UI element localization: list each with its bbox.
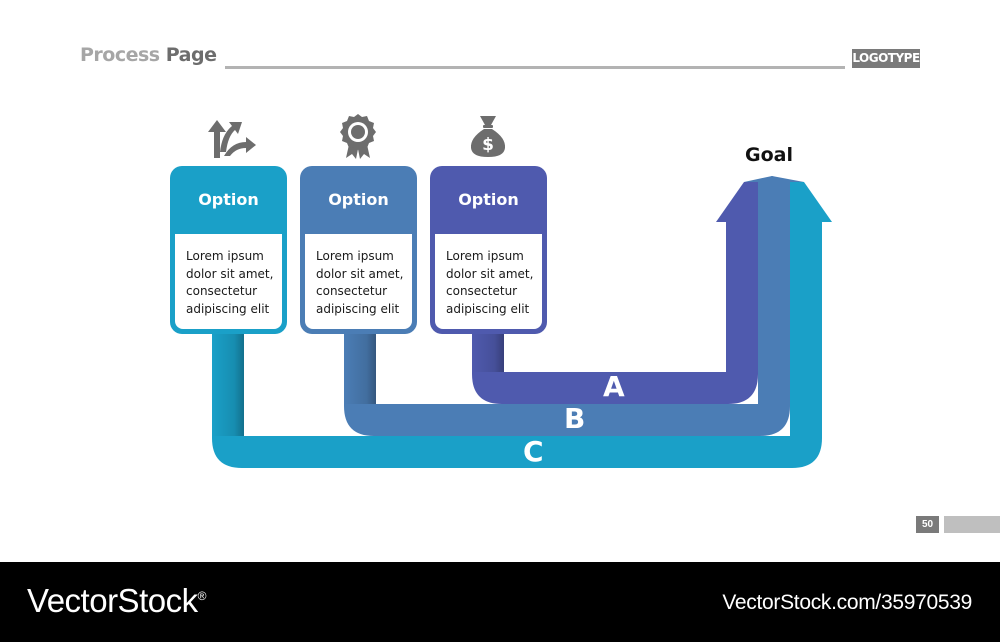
goal-label: Goal [745,144,793,166]
slide: Process Page LOGOTYPE [80,44,1000,533]
option-text-line: adipiscing elit [186,301,270,316]
option-title: Option [198,190,259,209]
option-text-line: adipiscing elit [446,301,530,316]
goal-arrow-head [716,176,832,222]
page-number: 50 [916,516,939,533]
path-c [212,222,822,468]
path-b [344,222,790,436]
page-title: Process Page [80,44,217,66]
option-title: Option [458,190,519,209]
registered-mark: ® [197,589,207,603]
option-text-line: dolor sit amet, [446,266,534,281]
path-a-label: A [603,370,625,403]
watermark-footer: VectorStock® VectorStock.com/35970539 [0,562,1000,642]
option-title: Option [328,190,389,209]
option-card-3: Option Lorem ipsum dolor sit amet, conse… [430,166,547,334]
option-description: Lorem ipsum dolor sit amet, consectetur … [305,234,412,329]
page-title-part2: Page [165,44,217,66]
option-text-line: Lorem ipsum [316,249,394,263]
option-text-line: dolor sit amet, [316,266,404,281]
path-c-label: C [523,435,544,468]
logotype-badge: LOGOTYPE [852,49,920,68]
page-title-part1: Process [80,44,160,66]
option-card-2: Option Lorem ipsum dolor sit amet, conse… [300,166,417,334]
watermark-brand-text: VectorStock [27,582,198,619]
path-b-label: B [564,402,586,435]
option-description: Lorem ipsum dolor sit amet, consectetur … [435,234,542,329]
option-text-line: consectetur [186,284,258,298]
option-card-1: Option Lorem ipsum dolor sit amet, conse… [170,166,287,334]
option-text-line: dolor sit amet, [186,266,274,281]
watermark-url: VectorStock.com/35970539 [722,591,972,614]
money-bag-icon: $ [470,116,506,157]
option-text-line: Lorem ipsum [186,249,264,263]
svg-text:$: $ [482,135,494,155]
option-text-line: consectetur [446,284,518,298]
option-text-line: consectetur [316,284,388,298]
title-divider [225,66,845,69]
award-ribbon-icon [340,114,376,159]
option-description: Lorem ipsum dolor sit amet, consectetur … [175,234,282,329]
watermark-brand: VectorStock® [27,582,206,620]
split-arrows-icon [208,120,256,158]
option-text-line: Lorem ipsum [446,249,524,263]
page-number-bar [944,516,1000,533]
option-text-line: adipiscing elit [316,301,400,316]
